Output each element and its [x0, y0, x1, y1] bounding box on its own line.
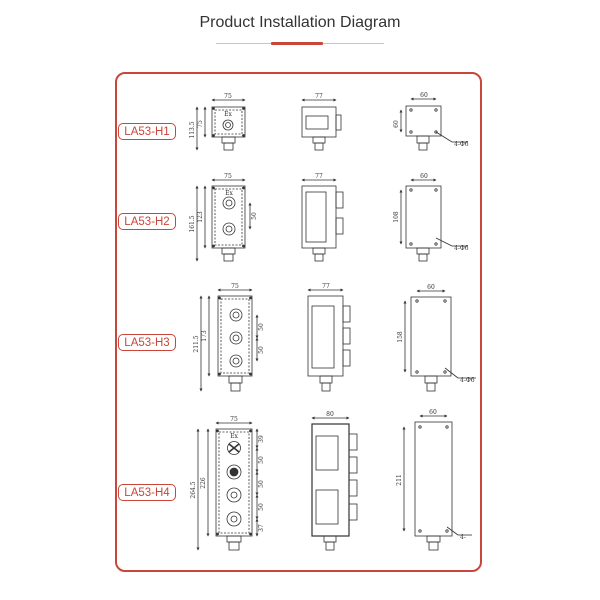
h3-front-total: 211.5: [193, 335, 200, 352]
h1-mount-holes: 4-Φ6: [454, 141, 469, 148]
h3-front-view: [199, 288, 259, 392]
h3-front-spacing-1: 50: [258, 323, 265, 331]
h2-front-spacing: 50: [251, 212, 258, 220]
h3-mount-holes: 4-Φ6: [460, 377, 475, 384]
h4-front-spacing-1: 39: [258, 435, 265, 443]
h3-side-width: 77: [322, 283, 330, 290]
h1-ex-mark: Ex: [224, 111, 232, 118]
h4-front-total: 264.5: [190, 481, 197, 498]
h1-mount-height: 60: [393, 120, 400, 128]
diagram-frame: [115, 72, 482, 572]
h1-front-view: [195, 98, 246, 151]
h3-mount-width: 60: [427, 284, 435, 291]
h4-side-view: [311, 416, 358, 551]
h2-front-view: [195, 178, 252, 262]
h4-front-height: 226: [200, 477, 207, 489]
h4-front-view: [196, 421, 259, 551]
h1-mount-view: [399, 97, 468, 151]
h4-mount-holes: 4-: [460, 534, 466, 541]
h4-front-spacing-2: 50: [258, 456, 265, 464]
h4-mount-width: 60: [429, 409, 437, 416]
model-label-h1: LA53-H1: [118, 123, 176, 140]
h4-front-spacing-5: 37: [258, 524, 265, 532]
h1-side-width: 77: [315, 93, 323, 100]
h2-mount-width: 60: [420, 173, 428, 180]
h1-front-width: 75: [224, 93, 232, 100]
h4-mount-view: [402, 414, 472, 551]
h3-mount-height: 158: [397, 331, 404, 343]
h4-front-spacing-4: 50: [258, 503, 265, 511]
h4-front-spacing-3: 50: [258, 480, 265, 488]
h3-mount-view: [403, 289, 476, 392]
h2-front-height: 123: [197, 211, 204, 223]
h1-side-view: [301, 98, 342, 151]
model-label-h2: LA53-H2: [118, 213, 176, 230]
h3-side-view: [307, 288, 351, 392]
h3-front-width: 75: [231, 283, 239, 290]
h2-mount-view: [399, 178, 468, 262]
model-label-h3: LA53-H3: [118, 334, 176, 351]
h1-front-height: 75: [197, 120, 204, 128]
title-underline-accent: [271, 42, 323, 45]
h2-front-total: 161.5: [189, 215, 196, 232]
h4-front-width: 75: [230, 416, 238, 423]
h1-mount-width: 60: [420, 92, 428, 99]
h2-side-view: [301, 178, 344, 262]
model-label-h4: LA53-H4: [118, 484, 176, 501]
h2-ex-mark: Ex: [225, 190, 233, 197]
h2-mount-height: 108: [393, 211, 400, 223]
h2-side-width: 77: [315, 173, 323, 180]
h3-front-height: 173: [201, 330, 208, 342]
h1-front-total: 113.5: [189, 121, 196, 138]
h4-ex-mark: Ex: [230, 433, 238, 440]
h4-side-width: 80: [326, 411, 334, 418]
page-title: Product Installation Diagram: [199, 14, 401, 31]
h3-front-spacing-2: 50: [258, 346, 265, 354]
h2-front-width: 75: [224, 173, 232, 180]
h4-mount-height: 211: [396, 474, 403, 485]
h2-mount-holes: 4-Φ6: [454, 245, 469, 252]
